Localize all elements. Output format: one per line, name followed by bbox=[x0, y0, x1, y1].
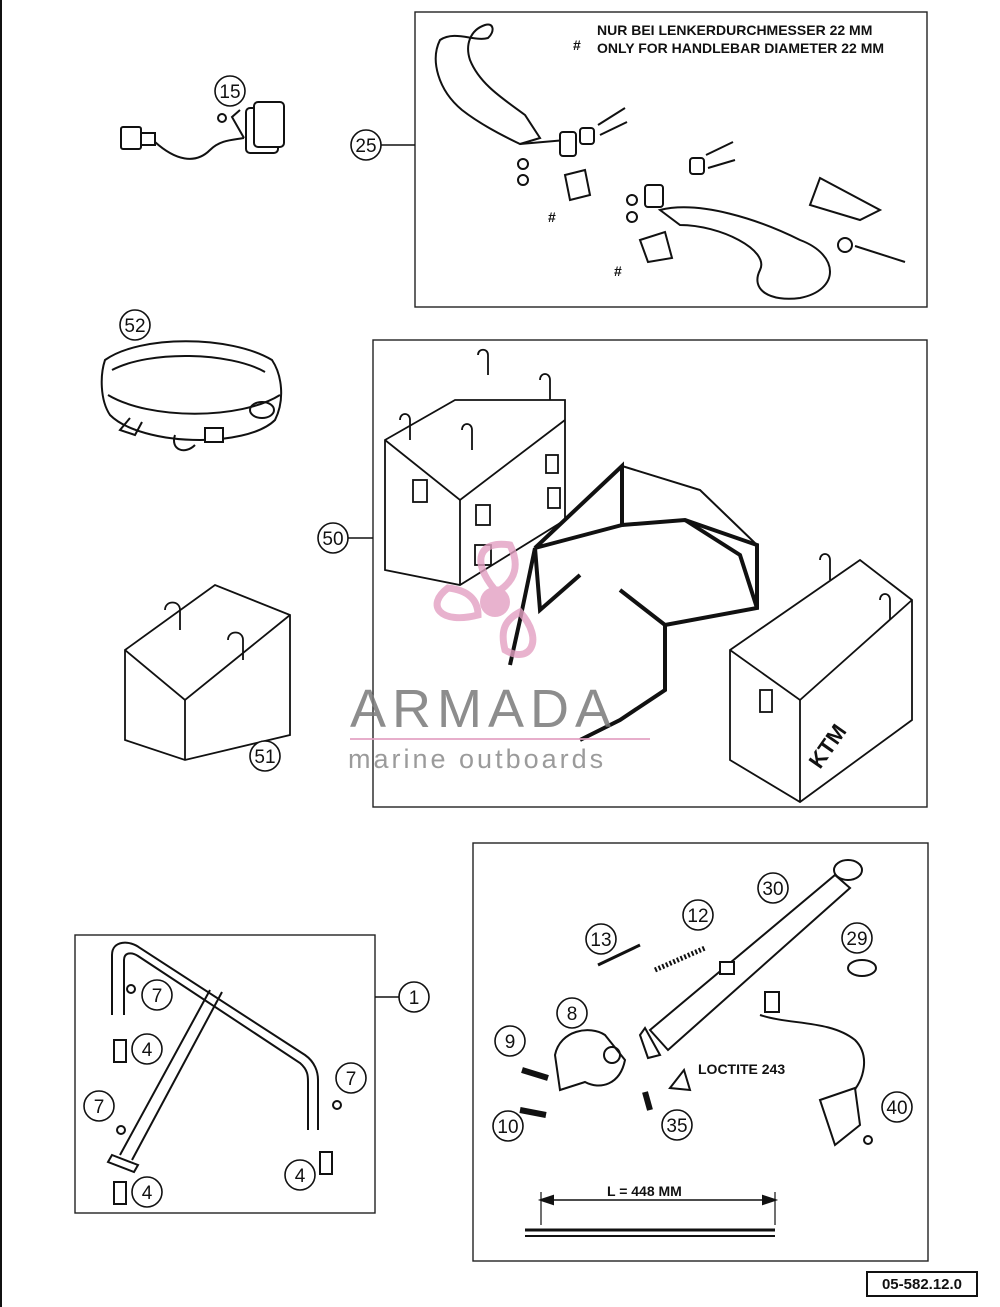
callout-40: 40 bbox=[886, 1098, 907, 1119]
part-51-top-case bbox=[124, 583, 291, 761]
loctite-label: LOCTITE 243 bbox=[698, 1061, 785, 1077]
panel-25-handguards bbox=[414, 11, 928, 308]
handguard-left bbox=[434, 23, 628, 202]
part-52-tank-bag bbox=[100, 340, 283, 452]
callout-8: 8 bbox=[567, 1004, 578, 1025]
panel-side-stand bbox=[472, 842, 929, 1262]
callout-4-right: 4 bbox=[295, 1166, 306, 1187]
panel-50-panniers bbox=[372, 339, 928, 808]
callout-7-left: 7 bbox=[94, 1097, 105, 1118]
handlebar-note-de: NUR BEI LENKERDURCHMESSER 22 MM bbox=[597, 22, 872, 38]
part-15-light bbox=[120, 101, 285, 160]
callout-7-top: 7 bbox=[152, 986, 163, 1007]
callout-25: 25 bbox=[355, 136, 376, 157]
pannier-rack bbox=[508, 461, 759, 742]
callout-30: 30 bbox=[762, 879, 783, 900]
callout-4-top: 4 bbox=[142, 1040, 153, 1061]
watermark-divider bbox=[350, 738, 650, 740]
callout-7-right: 7 bbox=[346, 1069, 357, 1090]
panel-1-crash-bar bbox=[74, 934, 376, 1214]
callout-13: 13 bbox=[590, 930, 611, 951]
callout-15: 15 bbox=[219, 82, 240, 103]
callout-51: 51 bbox=[254, 747, 275, 768]
handguard-right bbox=[626, 141, 906, 300]
length-label: L = 448 MM bbox=[607, 1183, 682, 1199]
callouts bbox=[83, 75, 913, 1208]
callout-10: 10 bbox=[497, 1117, 518, 1138]
pannier-right: KTM bbox=[729, 553, 913, 804]
watermark-propeller-icon bbox=[433, 540, 537, 658]
callout-4-left: 4 bbox=[142, 1183, 153, 1204]
watermark-tagline: marine outboards bbox=[348, 744, 607, 774]
callout-1: 1 bbox=[409, 988, 420, 1009]
callout-50: 50 bbox=[322, 529, 343, 550]
hash-marker-right: # bbox=[614, 263, 622, 279]
callout-12: 12 bbox=[687, 906, 708, 927]
hash-marker-note: # bbox=[573, 37, 581, 53]
side-stand bbox=[519, 859, 877, 1237]
callout-9: 9 bbox=[505, 1032, 516, 1053]
handlebar-note-en: ONLY FOR HANDLEBAR DIAMETER 22 MM bbox=[597, 40, 884, 56]
hash-marker-left: # bbox=[548, 209, 556, 225]
crash-bar bbox=[106, 941, 342, 1205]
callout-35: 35 bbox=[666, 1116, 687, 1137]
document-number: 05-582.12.0 bbox=[866, 1271, 978, 1297]
callout-29: 29 bbox=[846, 929, 867, 950]
callout-52: 52 bbox=[124, 316, 145, 337]
watermark-brand: ARMADA bbox=[350, 679, 618, 739]
